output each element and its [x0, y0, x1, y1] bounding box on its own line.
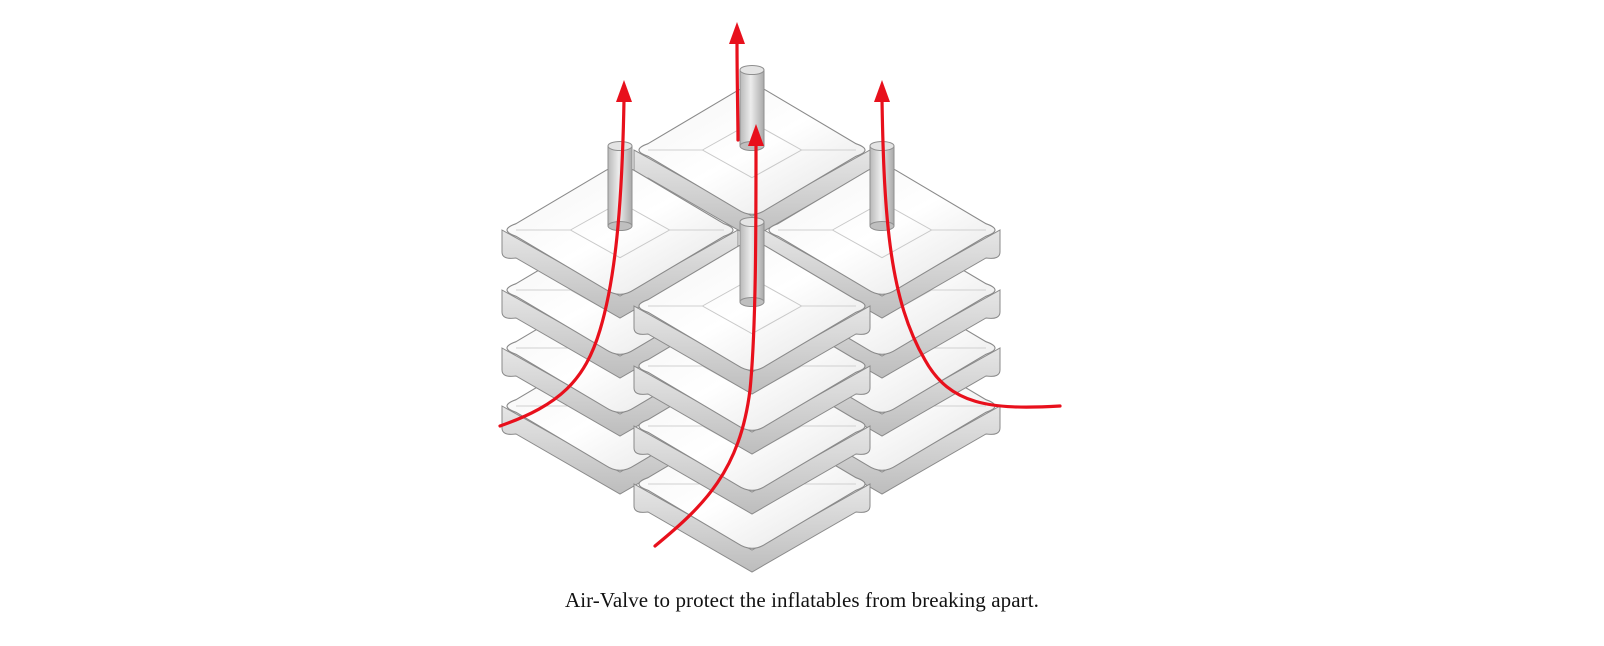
airflow-arrow-4 — [874, 80, 1062, 409]
valve-cap — [739, 64, 765, 76]
module-stacks — [501, 64, 1001, 573]
arrow-shaft — [498, 98, 626, 428]
arrow-head — [874, 80, 890, 102]
arrow-shaft — [653, 144, 758, 548]
stack-front — [633, 216, 871, 573]
pillow-side — [633, 483, 871, 573]
stack-back — [633, 64, 871, 239]
arrow-head — [748, 124, 764, 146]
airflow-arrow-2 — [729, 22, 745, 142]
airflow-arrow-3 — [653, 124, 764, 548]
valve-body — [739, 69, 765, 147]
figure-caption: Air-Valve to protect the inflatables fro… — [564, 588, 1040, 612]
air-valve — [869, 140, 895, 232]
valve-cap — [607, 140, 633, 152]
air-valve — [739, 216, 765, 308]
valve-base — [607, 220, 633, 232]
pillow-side — [633, 425, 871, 515]
valve-cap — [739, 216, 765, 228]
valve-body — [869, 145, 895, 227]
arrow-shaft — [735, 40, 740, 142]
valve-base — [739, 296, 765, 308]
valve-body — [739, 221, 765, 303]
pillow-side — [633, 365, 871, 455]
airflow-arrows — [498, 22, 1062, 548]
arrow-head — [616, 80, 632, 102]
arrow-head — [729, 22, 745, 44]
arrow-shaft — [880, 98, 1062, 409]
valve-base — [869, 220, 895, 232]
airflow-arrow-1 — [498, 80, 632, 428]
